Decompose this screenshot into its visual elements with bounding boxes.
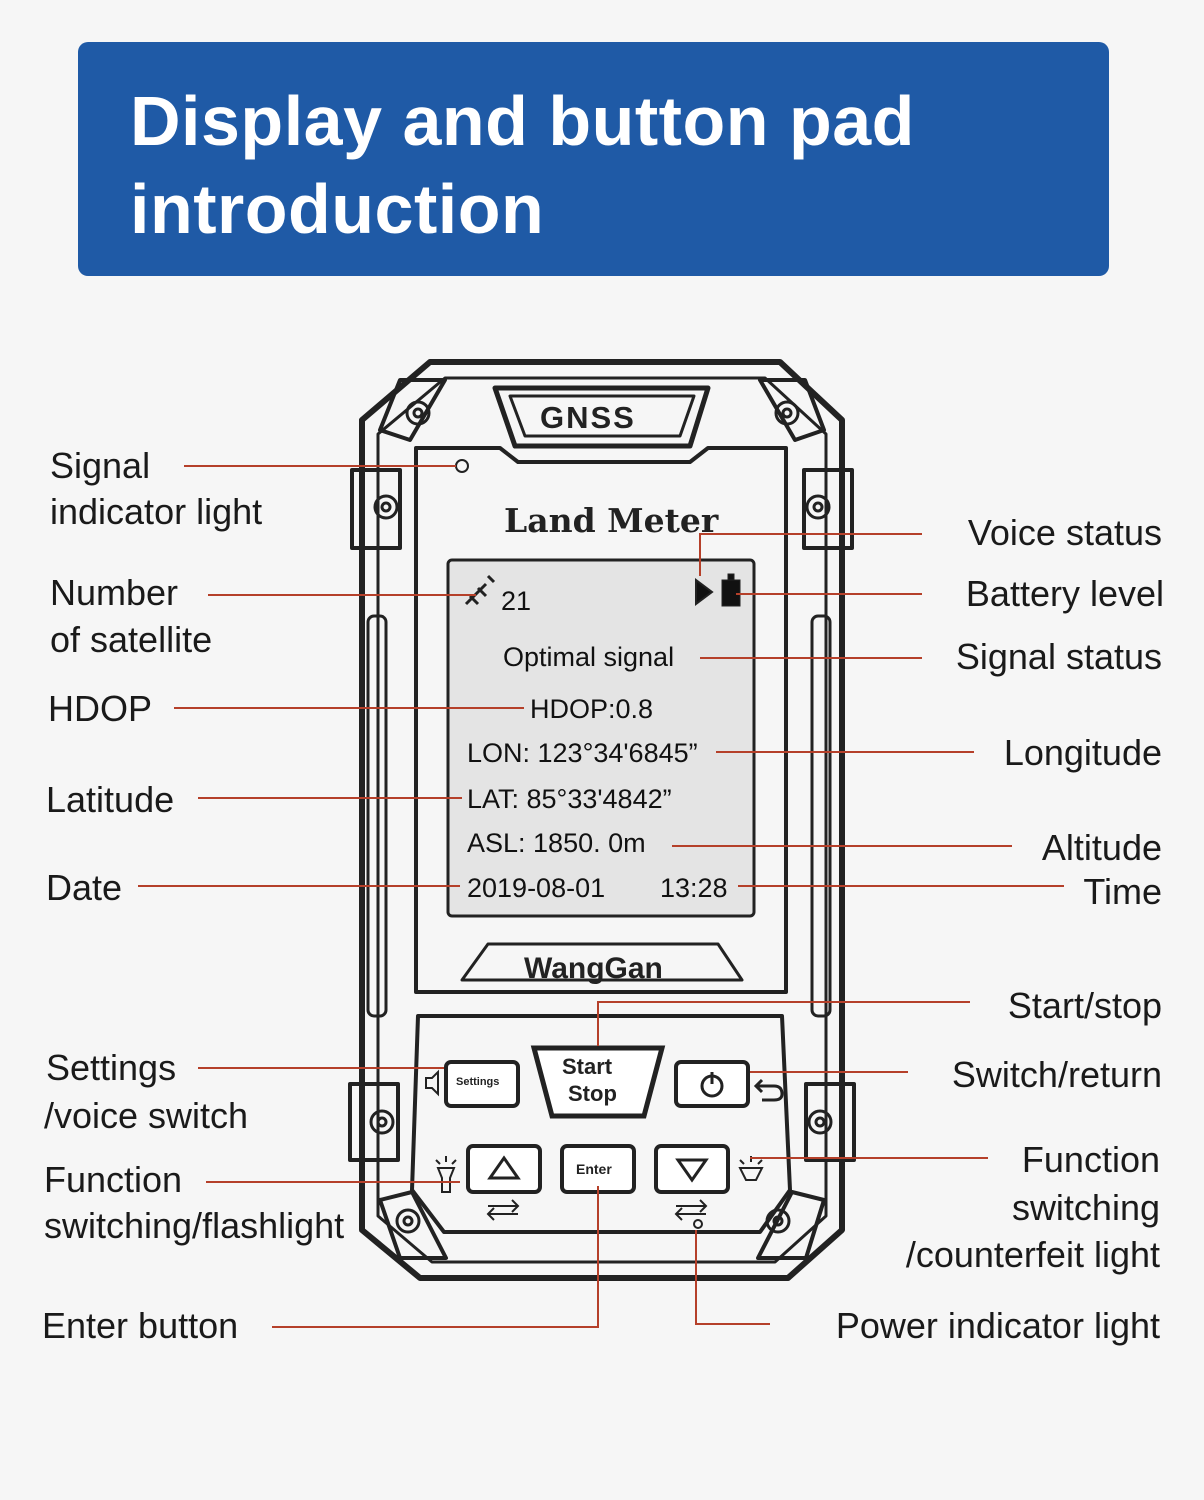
switch-arrows-left-icon [486,1199,520,1221]
left-bumper-top [350,468,402,550]
label-power-light: Power indicator light [835,1305,1160,1346]
start-stop-button [530,1045,666,1119]
label-signal-light-2: indicator light [50,491,263,532]
corner-tl [378,378,447,442]
label-sat-2: of satellite [50,619,213,660]
return-icon [758,1084,784,1102]
corner-bl [378,1190,448,1260]
label-sat-1: Number [50,572,179,613]
settings-button-label[interactable]: Settings [456,1076,500,1088]
stop-button-label[interactable]: Stop [568,1081,617,1106]
label-switch-return: Switch/return [951,1054,1162,1095]
title-banner: Display and button pad introduction [78,42,1109,276]
right-grip [810,614,832,1018]
hdop-value: HDOP:0.8 [530,694,654,724]
label-settings-2: /voice switch [44,1095,249,1136]
label-signal-status: Signal status [955,636,1162,677]
date-value: 2019-08-01 [467,873,606,903]
down-arrow-icon [675,1158,709,1183]
label-battery: Battery level [965,573,1164,614]
label-latitude: Latitude [46,779,175,820]
right-bumper-top [802,468,854,550]
label-longitude: Longitude [1003,732,1162,773]
label-func-r-2: switching [1011,1187,1160,1228]
label-start-stop: Start/stop [1007,985,1162,1026]
signal-text: Optimal signal [503,642,675,672]
latitude-value: LAT: 85°33'4842” [467,784,672,814]
time-value: 13:28 [660,873,728,903]
label-enter: Enter button [42,1305,239,1346]
label-altitude: Altitude [1041,827,1162,868]
longitude-value: LON: 123°34'6845” [467,738,698,768]
up-arrow-icon [487,1155,521,1180]
gnss-badge-label: GNSS [540,400,636,435]
label-hdop: HDOP [48,688,153,729]
device-body-inner [376,376,828,1264]
down-button [654,1144,730,1194]
right-bumper-bottom [804,1082,856,1162]
label-func-2: switching/flashlight [44,1205,345,1246]
voice-status-icon [695,578,714,606]
speaker-icon [425,1069,439,1097]
signal-indicator-light [455,459,469,473]
title-line-1: Display and button pad [130,82,915,160]
gnss-badge [492,385,711,449]
switch-arrows-right-icon [674,1199,708,1221]
label-func-r-3: /counterfeit light [905,1234,1160,1275]
face-panel [414,446,788,994]
corner-tr [758,378,826,442]
satellite-count: 21 [501,586,532,616]
flashlight-icon [436,1167,456,1193]
label-settings-1: Settings [46,1047,177,1088]
model-name: Land Meter [504,501,719,540]
label-func-r-1: Function [1021,1139,1160,1180]
left-bumper-bottom [348,1082,400,1162]
title-line-2: introduction [130,170,545,248]
left-grip [366,614,388,1018]
up-button [466,1144,542,1194]
label-signal-light-1: Signal [50,445,151,486]
settings-button [444,1060,520,1108]
corner-br [756,1190,826,1260]
leader-lines [138,465,1064,1328]
altitude-value: ASL: 1850. 0m [467,828,646,858]
label-date: Date [46,867,123,908]
label-voice: Voice status [967,512,1162,553]
lcd-screen [446,558,756,918]
start-button-label[interactable]: Start [562,1054,613,1079]
label-time: Time [1083,871,1162,912]
lamp-icon [738,1167,764,1181]
keypad-area [410,1014,792,1234]
maker-logo: WangGan [524,952,663,985]
enter-button-label[interactable]: Enter [576,1161,612,1177]
label-func-1: Function [44,1159,183,1200]
power-indicator-light [693,1219,703,1229]
